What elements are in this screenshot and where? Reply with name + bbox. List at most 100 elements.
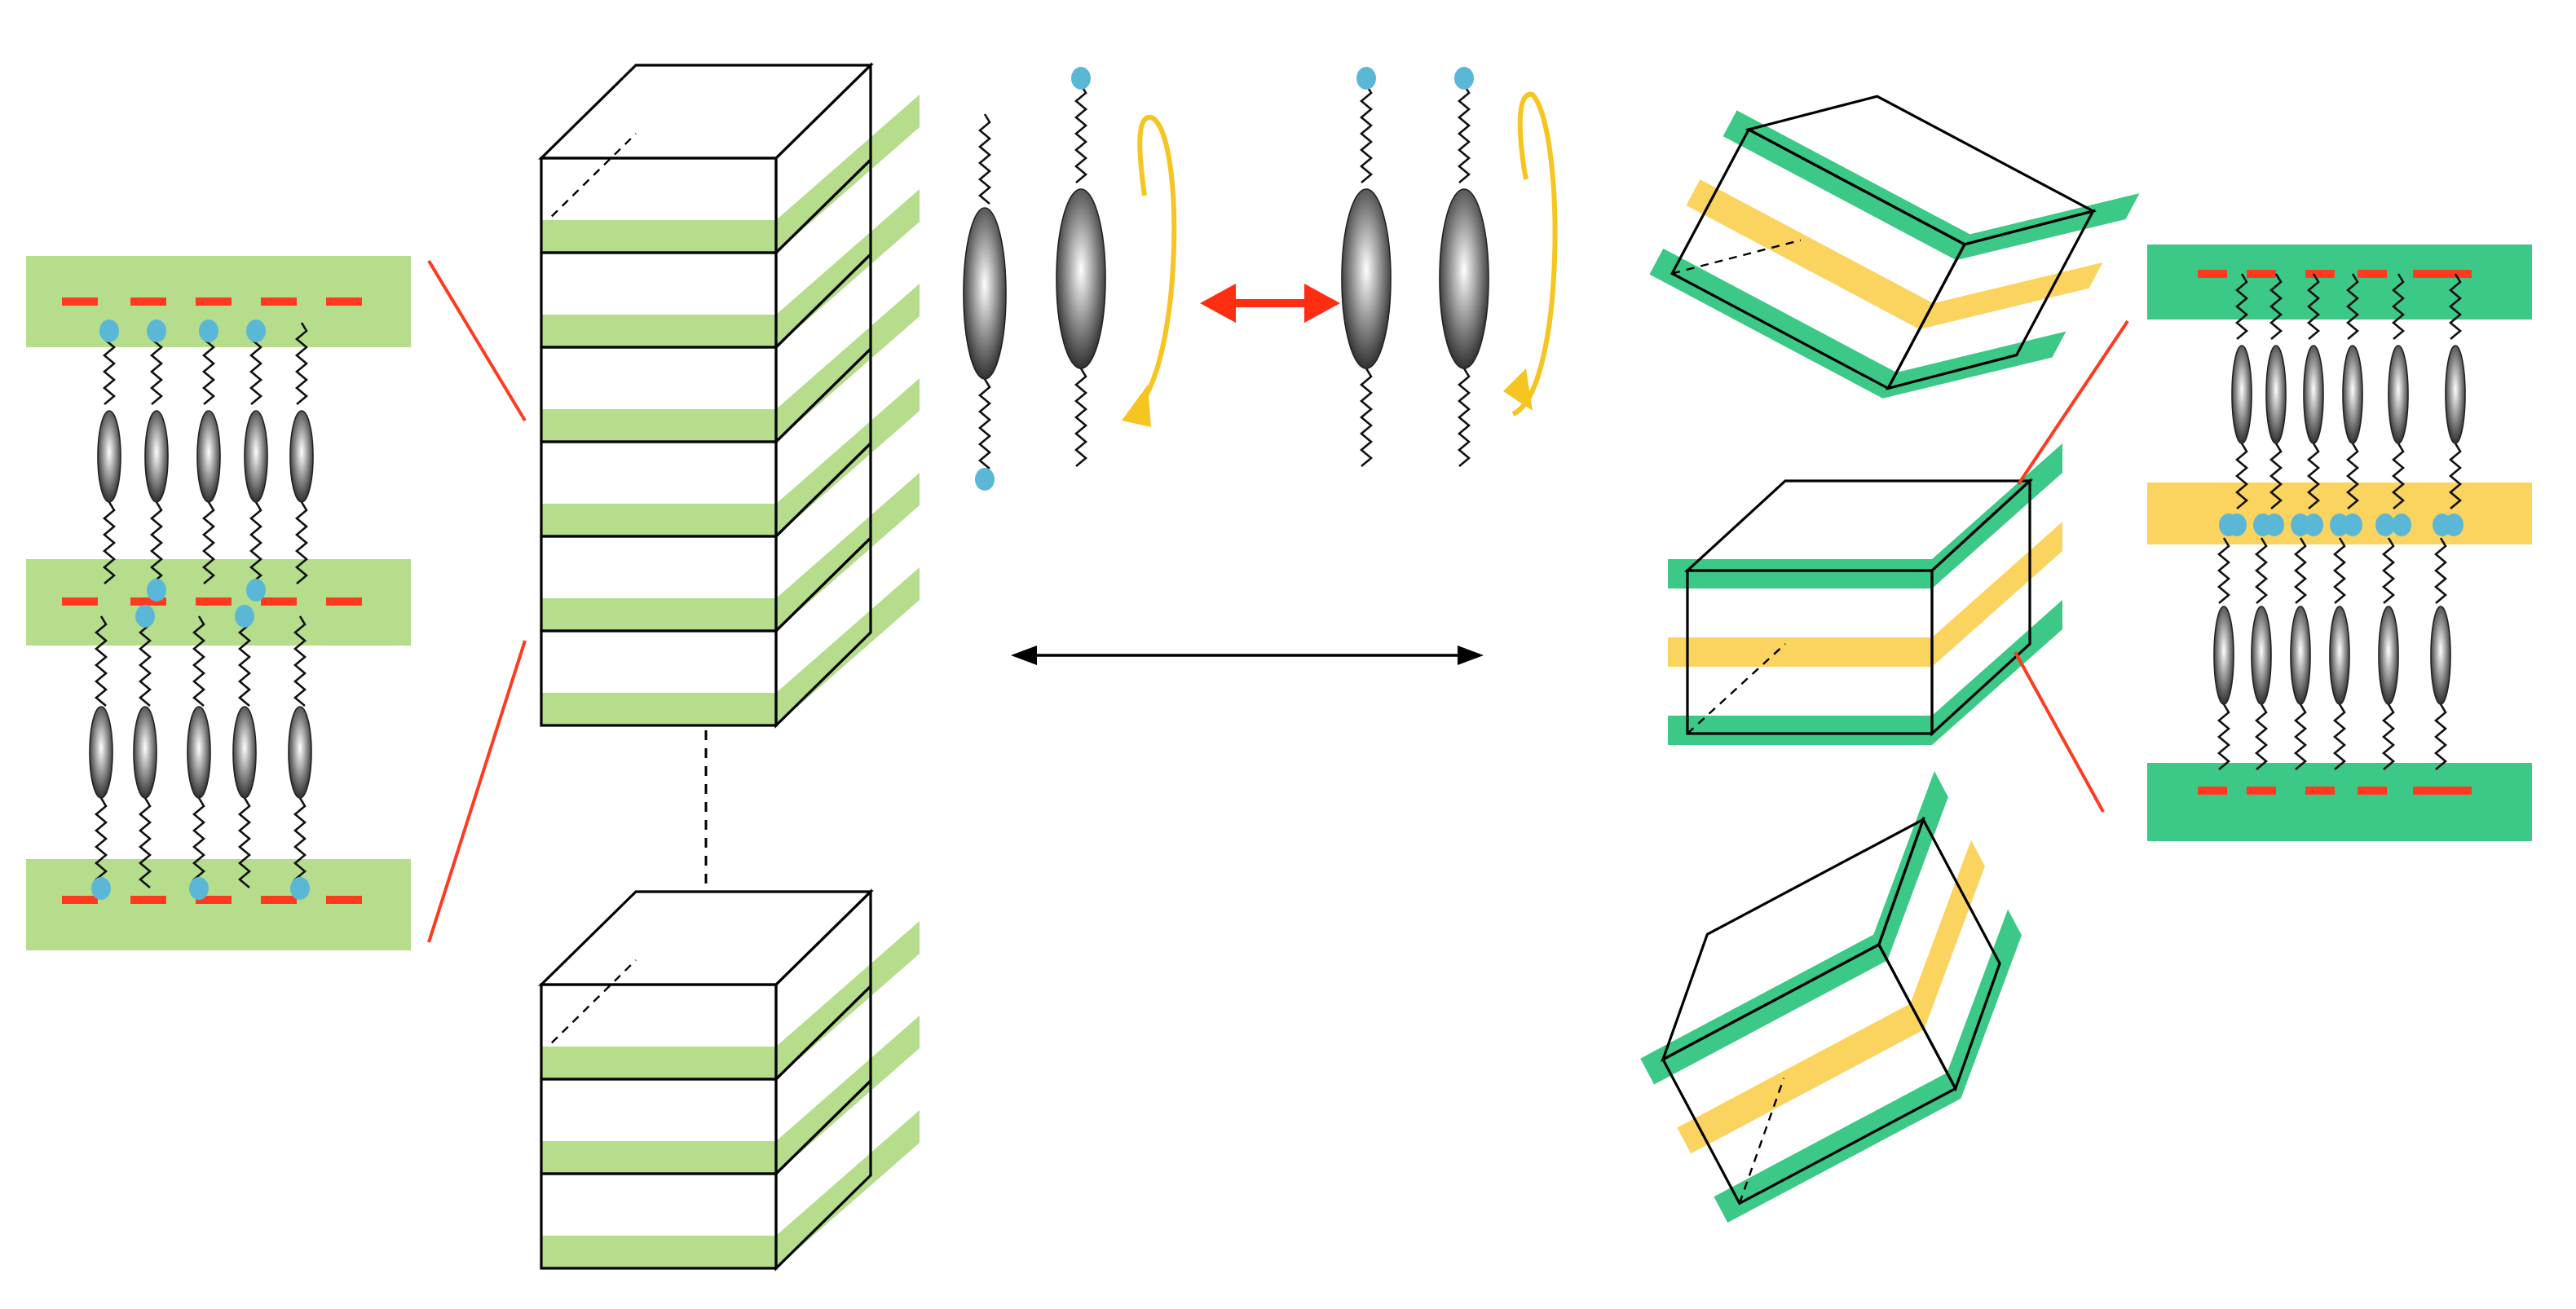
headgroup-dot	[2392, 513, 2411, 536]
tilted-layer-side	[1910, 840, 1985, 1030]
tilted-cube	[1668, 443, 2062, 745]
alkyl-chain	[977, 378, 992, 469]
callout-line	[2014, 651, 2105, 813]
headgroup-dot	[246, 320, 266, 342]
alkyl-chain	[2332, 537, 2347, 604]
layer-stripe-front	[541, 1141, 776, 1174]
alkyl-chain	[293, 615, 307, 707]
layer-stripe-side	[776, 284, 920, 442]
alkyl-chain	[149, 501, 164, 584]
tilted-layer-front	[1668, 716, 1932, 745]
alkyl-chain	[237, 797, 252, 888]
molecule-exchange	[963, 67, 1558, 491]
stacked-lamellar-cube	[538, 62, 920, 729]
tilted-layer-front	[1668, 559, 1932, 588]
interdigitated-detail-right	[2147, 245, 2532, 841]
headgroup-dot	[235, 605, 254, 628]
alkyl-chain	[138, 797, 152, 888]
alkyl-chain	[2332, 703, 2347, 770]
tilted-cube-stack	[1640, 95, 2140, 1223]
phase-transition-arrow	[1011, 646, 1484, 665]
mesogen	[2290, 606, 2311, 705]
alkyl-chain	[2433, 537, 2448, 604]
headgroup-dot	[91, 877, 111, 900]
tilted-layer-front	[1677, 1003, 1925, 1154]
alkyl-chain	[2345, 273, 2360, 340]
bilayer-detail-left	[26, 256, 411, 950]
cube-top-face	[538, 64, 874, 160]
alkyl-chain	[138, 615, 152, 707]
mesogen	[1439, 188, 1489, 369]
mesogen	[232, 706, 257, 799]
alkyl-chain	[2433, 703, 2448, 770]
headgroup-dot	[147, 579, 166, 602]
alkyl-chain	[1359, 368, 1374, 467]
alkyl-chain	[2391, 443, 2406, 509]
rotation-arrow	[1511, 91, 1558, 416]
mesogen	[144, 410, 169, 503]
alkyl-chain	[2217, 703, 2231, 770]
mesogen	[1056, 188, 1106, 369]
alkyl-chain	[2306, 273, 2321, 340]
headgroup-dot	[189, 877, 209, 900]
cube-side-face	[1877, 816, 2001, 1092]
layer-stripe-side	[776, 473, 920, 631]
alkyl-chain	[192, 797, 206, 888]
exchange-arrow-head	[1304, 284, 1340, 323]
layer-stripe-front	[541, 1047, 776, 1079]
mesogen	[2445, 345, 2466, 444]
mesogen	[2430, 606, 2451, 705]
dark-green-layer	[2147, 763, 2532, 841]
callout-line	[2017, 320, 2129, 486]
alkyl-chain	[2391, 273, 2406, 340]
headgroup-dot	[199, 320, 218, 342]
red-dash-row	[2198, 270, 2472, 795]
cube-layer-side	[774, 1078, 872, 1272]
mesogen	[2388, 345, 2409, 444]
dark-green-layer	[2147, 245, 2532, 320]
layer-stripe-front	[541, 1236, 776, 1268]
headgroup-dot	[246, 579, 266, 602]
small-lamellar-cube	[538, 888, 920, 1272]
mesogen	[2303, 345, 2324, 444]
alkyl-chain	[2345, 443, 2360, 509]
alkyl-chain	[2254, 703, 2269, 770]
alkyl-chain	[94, 615, 108, 707]
mesogen	[1341, 188, 1392, 369]
mesogen	[2213, 606, 2234, 705]
cube-layer-side	[774, 535, 872, 729]
alkyl-chain	[2293, 703, 2308, 770]
tilted-layer-front	[1686, 179, 1934, 329]
alkyl-chain	[294, 322, 309, 405]
alkyl-chain	[2448, 443, 2463, 509]
hidden-edge	[540, 133, 637, 227]
alkyl-chain	[2381, 703, 2396, 770]
layer-stripe-side	[776, 921, 920, 1079]
alkyl-chain	[293, 797, 307, 888]
headgroup-dot	[135, 605, 155, 628]
alkyl-chain	[102, 501, 117, 584]
mesogen	[2378, 606, 2399, 705]
alkyl-chain	[2254, 537, 2269, 604]
alkyl-chain	[294, 501, 309, 584]
headgroup-dot	[290, 877, 310, 900]
cube-top-face	[538, 890, 874, 986]
mesogen	[288, 706, 312, 799]
molecule-column-group	[89, 320, 314, 900]
headgroup-dot	[2375, 513, 2395, 536]
headgroup-dot	[2444, 513, 2464, 536]
headgroup-dot	[99, 320, 119, 342]
alkyl-chain	[2234, 273, 2249, 340]
mesogen	[963, 207, 1007, 380]
mesogen	[244, 410, 268, 503]
alkyl-chain	[2306, 443, 2321, 509]
alkyl-chain	[94, 797, 108, 888]
hidden-edge	[1687, 643, 1786, 734]
alkyl-chain	[1074, 84, 1088, 183]
layer-stripe-front	[541, 693, 776, 725]
rotation-arrow-head	[1122, 385, 1151, 427]
alkyl-chain	[1457, 84, 1471, 183]
layer-stripe-side	[776, 567, 920, 725]
tilted-layer-side	[1873, 771, 1948, 961]
